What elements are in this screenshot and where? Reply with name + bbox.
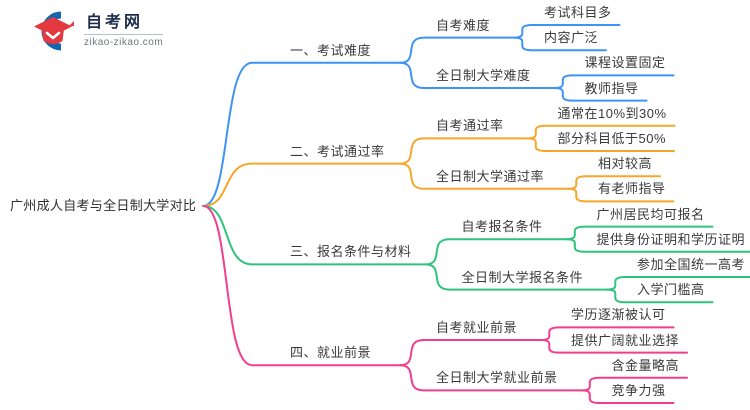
leaf-node: 教师指导 xyxy=(584,80,639,96)
subbranch-node: 自考报名条件 xyxy=(461,219,543,235)
branch-connector xyxy=(424,238,568,266)
branch-connector xyxy=(399,61,556,89)
branch-connector xyxy=(553,87,648,102)
leaf-node: 提供广阔就业选择 xyxy=(571,332,680,348)
subbranch-node: 全日制大学难度 xyxy=(436,68,531,83)
leaf-node: 通常在10%到30% xyxy=(557,105,667,121)
subbranch-node: 全日制大学通过率 xyxy=(436,168,545,184)
logo-title: 自考网 xyxy=(86,14,144,31)
leaf-node: 含金量略高 xyxy=(611,357,680,373)
leaf-node: 相对较高 xyxy=(598,156,653,172)
branch-connector xyxy=(399,162,570,190)
mindmap-root-node: 广州成人自考与全日制大学对比 xyxy=(10,198,197,213)
branch-connector xyxy=(399,364,583,392)
branch-connector xyxy=(540,339,689,354)
logo-domain: zikao-zikao.com xyxy=(84,37,164,48)
leaf-node: 有老师指导 xyxy=(598,181,666,197)
branch-connector xyxy=(606,288,714,304)
branch-connector xyxy=(399,36,516,64)
leaf-node: 广州居民均可报名 xyxy=(596,206,705,222)
branch-node: 一、考试难度 xyxy=(290,42,372,58)
leaf-node: 考试科目多 xyxy=(544,5,612,20)
leaf-node: 学历逐渐被认可 xyxy=(571,307,666,323)
branch-connector xyxy=(513,36,608,52)
branch-connector xyxy=(526,137,676,152)
leaf-node: 部分科目低于50% xyxy=(557,131,667,146)
leaf-node: 课程设置固定 xyxy=(584,55,666,71)
branch-connector xyxy=(202,205,401,367)
logo-divider xyxy=(84,34,164,35)
subbranch-node: 自考就业前景 xyxy=(436,320,518,335)
zikao-logo-icon xyxy=(30,10,76,52)
branch-node: 三、报名条件与材料 xyxy=(290,244,412,260)
branch-node: 二、考试通过率 xyxy=(290,143,385,159)
subbranch-node: 自考通过率 xyxy=(436,118,504,134)
leaf-node: 参加全国统一高考 xyxy=(637,257,746,272)
branch-connector xyxy=(565,238,750,253)
branch-connector xyxy=(399,137,529,165)
branch-connector xyxy=(202,61,401,207)
branch-connector xyxy=(202,162,401,207)
leaf-node: 入学门槛高 xyxy=(637,282,705,298)
branch-connector xyxy=(399,339,543,367)
site-logo: 自考网 zikao-zikao.com xyxy=(30,10,164,52)
branch-connector xyxy=(424,263,609,291)
subbranch-node: 全日制大学报名条件 xyxy=(461,269,584,285)
subbranch-node: 全日制大学就业前景 xyxy=(436,370,558,386)
logo-text-block: 自考网 zikao-zikao.com xyxy=(84,14,164,48)
leaf-node: 竞争力强 xyxy=(611,383,666,398)
branch-connector xyxy=(567,187,675,203)
leaf-node: 内容广泛 xyxy=(544,30,599,46)
subbranch-node: 自考难度 xyxy=(436,17,491,33)
branch-connector xyxy=(580,389,675,404)
leaf-node: 提供身份证明和学历证明 xyxy=(596,231,746,247)
branch-connector xyxy=(202,205,427,266)
branch-node: 四、就业前景 xyxy=(290,345,372,361)
